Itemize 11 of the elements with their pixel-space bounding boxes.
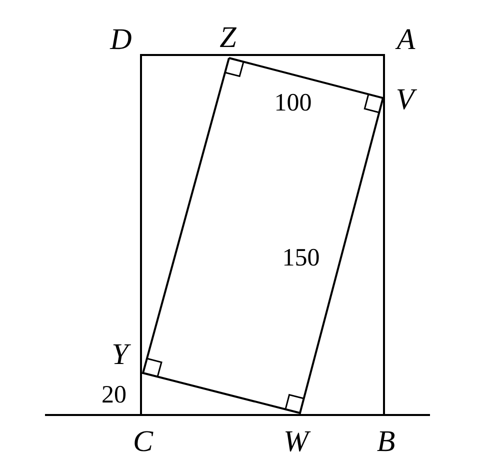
point-label: A: [396, 25, 416, 55]
measure-label: 100: [274, 90, 312, 116]
measure-label: 20: [102, 382, 126, 408]
point-label: Z: [220, 23, 236, 53]
point-label: Y: [112, 340, 128, 370]
point-label: D: [110, 25, 132, 55]
point-label: V: [396, 85, 414, 115]
measure-label: 150: [282, 246, 320, 270]
point-label: B: [376, 427, 396, 457]
point-label: C: [133, 427, 153, 457]
point-label: W: [284, 427, 308, 457]
